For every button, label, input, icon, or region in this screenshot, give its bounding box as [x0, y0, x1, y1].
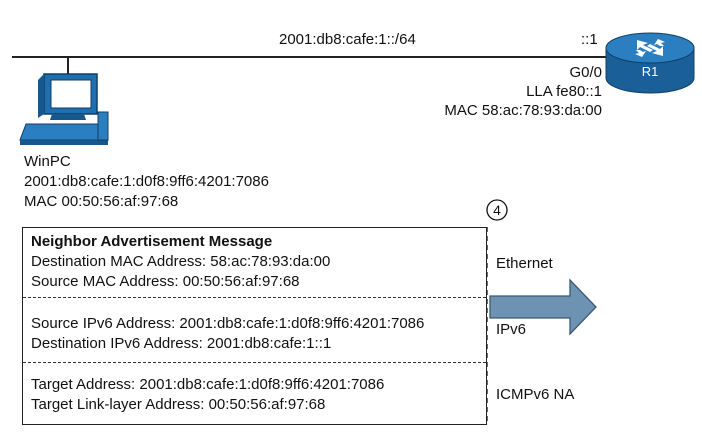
router-icon: R1: [605, 32, 695, 94]
step-badge-number: 4: [493, 202, 501, 218]
layer-label-icmpv6: ICMPv6 NA: [496, 386, 575, 403]
router-interface-address: ::1: [581, 31, 598, 48]
router-name: R1: [642, 64, 659, 79]
icmp-target-address: Target Address: 2001:db8:cafe:1:d0f8:9ff…: [31, 376, 385, 393]
pc-name-label: WinPC: [24, 153, 71, 170]
ipv6-header-section: Source IPv6 Address: 2001:db8:cafe:1:d0f…: [31, 314, 480, 354]
icmpv6-section: Target Address: 2001:db8:cafe:1:d0f8:9ff…: [31, 375, 480, 415]
pc-mac-label: MAC 00:50:56:af:97:68: [24, 193, 179, 210]
layer-label-ipv6: IPv6: [496, 321, 527, 338]
pc-ipv6-label: 2001:db8:cafe:1:d0f8:9ff6:4201:7086: [24, 173, 269, 190]
right-arrow-icon: [489, 278, 597, 336]
ipv6-src-address: Source IPv6 Address: 2001:db8:cafe:1:d0f…: [31, 315, 425, 332]
ethernet-src-mac: Source MAC Address: 00:50:56:af:97:68: [31, 273, 300, 290]
section-divider: [23, 297, 486, 298]
router-lla-label: LLA fe80::1: [526, 83, 602, 100]
layer-label-ethernet: Ethernet: [496, 255, 553, 272]
router-mac-label: MAC 58:ac:78:93:da:00: [444, 102, 602, 119]
icmp-target-lla: Target Link-layer Address: 00:50:56:af:9…: [31, 396, 326, 413]
step-badge: 4: [486, 199, 508, 221]
ethernet-dst-mac: Destination MAC Address: 58:ac:78:93:da:…: [31, 253, 331, 270]
section-divider: [23, 362, 486, 363]
ipv6-dst-address: Destination IPv6 Address: 2001:db8:cafe:…: [31, 335, 332, 352]
message-title: Neighbor Advertisement Message: [31, 233, 273, 250]
message-box: Neighbor Advertisement Message Destinati…: [22, 227, 487, 425]
desktop-computer-icon: [19, 73, 109, 145]
network-prefix-label: 2001:db8:cafe:1::/64: [279, 31, 416, 48]
ethernet-header-section: Neighbor Advertisement Message Destinati…: [31, 232, 480, 292]
router-interface-label: G0/0: [569, 64, 602, 81]
